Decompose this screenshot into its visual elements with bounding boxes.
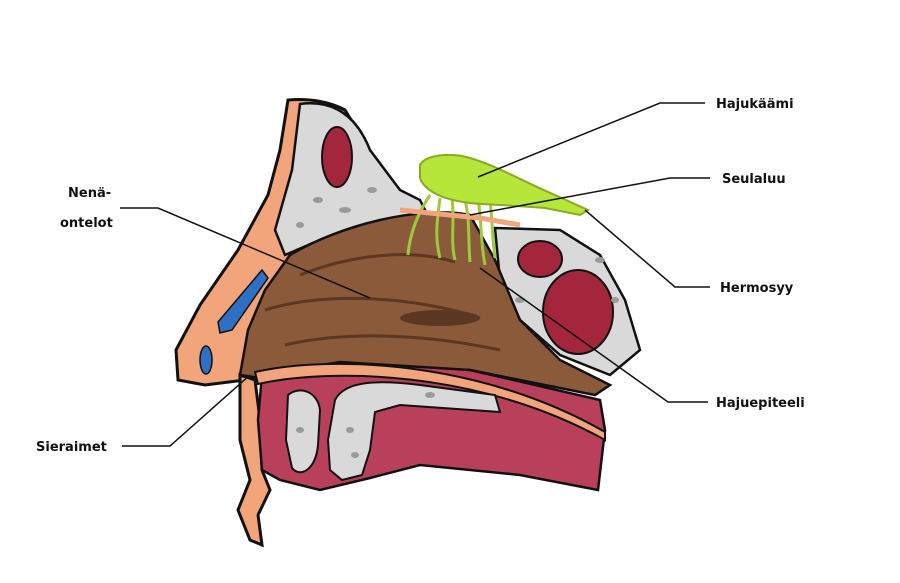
- leader-hermosyy: [584, 209, 710, 288]
- label-hermosyy: Hermosyy: [720, 281, 794, 296]
- palate-bone-2: [326, 381, 502, 482]
- label-nena-line1: Nenä-: [68, 186, 111, 201]
- leader-lines: [120, 102, 710, 447]
- ethmoid-plate: [399, 207, 521, 228]
- leader-nena-ontelot: [120, 207, 371, 299]
- label-nena-line2: ontelot: [60, 216, 113, 231]
- olfactory-nerve-fibers: [406, 194, 497, 266]
- label-sieraimet: Sieraimet: [36, 440, 107, 455]
- sphenoid-sinus-small: [517, 240, 563, 278]
- leader-sieraimet: [122, 374, 251, 447]
- leader-hajuepiteeli: [479, 267, 708, 403]
- turbinate-lower: [284, 334, 501, 352]
- leader-hajukaami: [477, 102, 705, 178]
- olfactory-bulb: [419, 153, 591, 217]
- bone-spots: [296, 187, 619, 458]
- sphenoid-sinus-large: [542, 269, 614, 355]
- cavity-shadow: [400, 310, 480, 326]
- palate-skin-band: [253, 362, 606, 442]
- blue-vessel-upper: [217, 268, 269, 334]
- frontal-sinus: [321, 126, 353, 188]
- label-seulaluu: Seulaluu: [722, 172, 786, 187]
- label-hajuepiteeli: Hajuepiteeli: [716, 396, 805, 411]
- leader-seulaluu: [469, 177, 710, 216]
- label-hajukaami: Hajukäämi: [716, 97, 794, 112]
- blue-vessel-lower: [199, 345, 213, 375]
